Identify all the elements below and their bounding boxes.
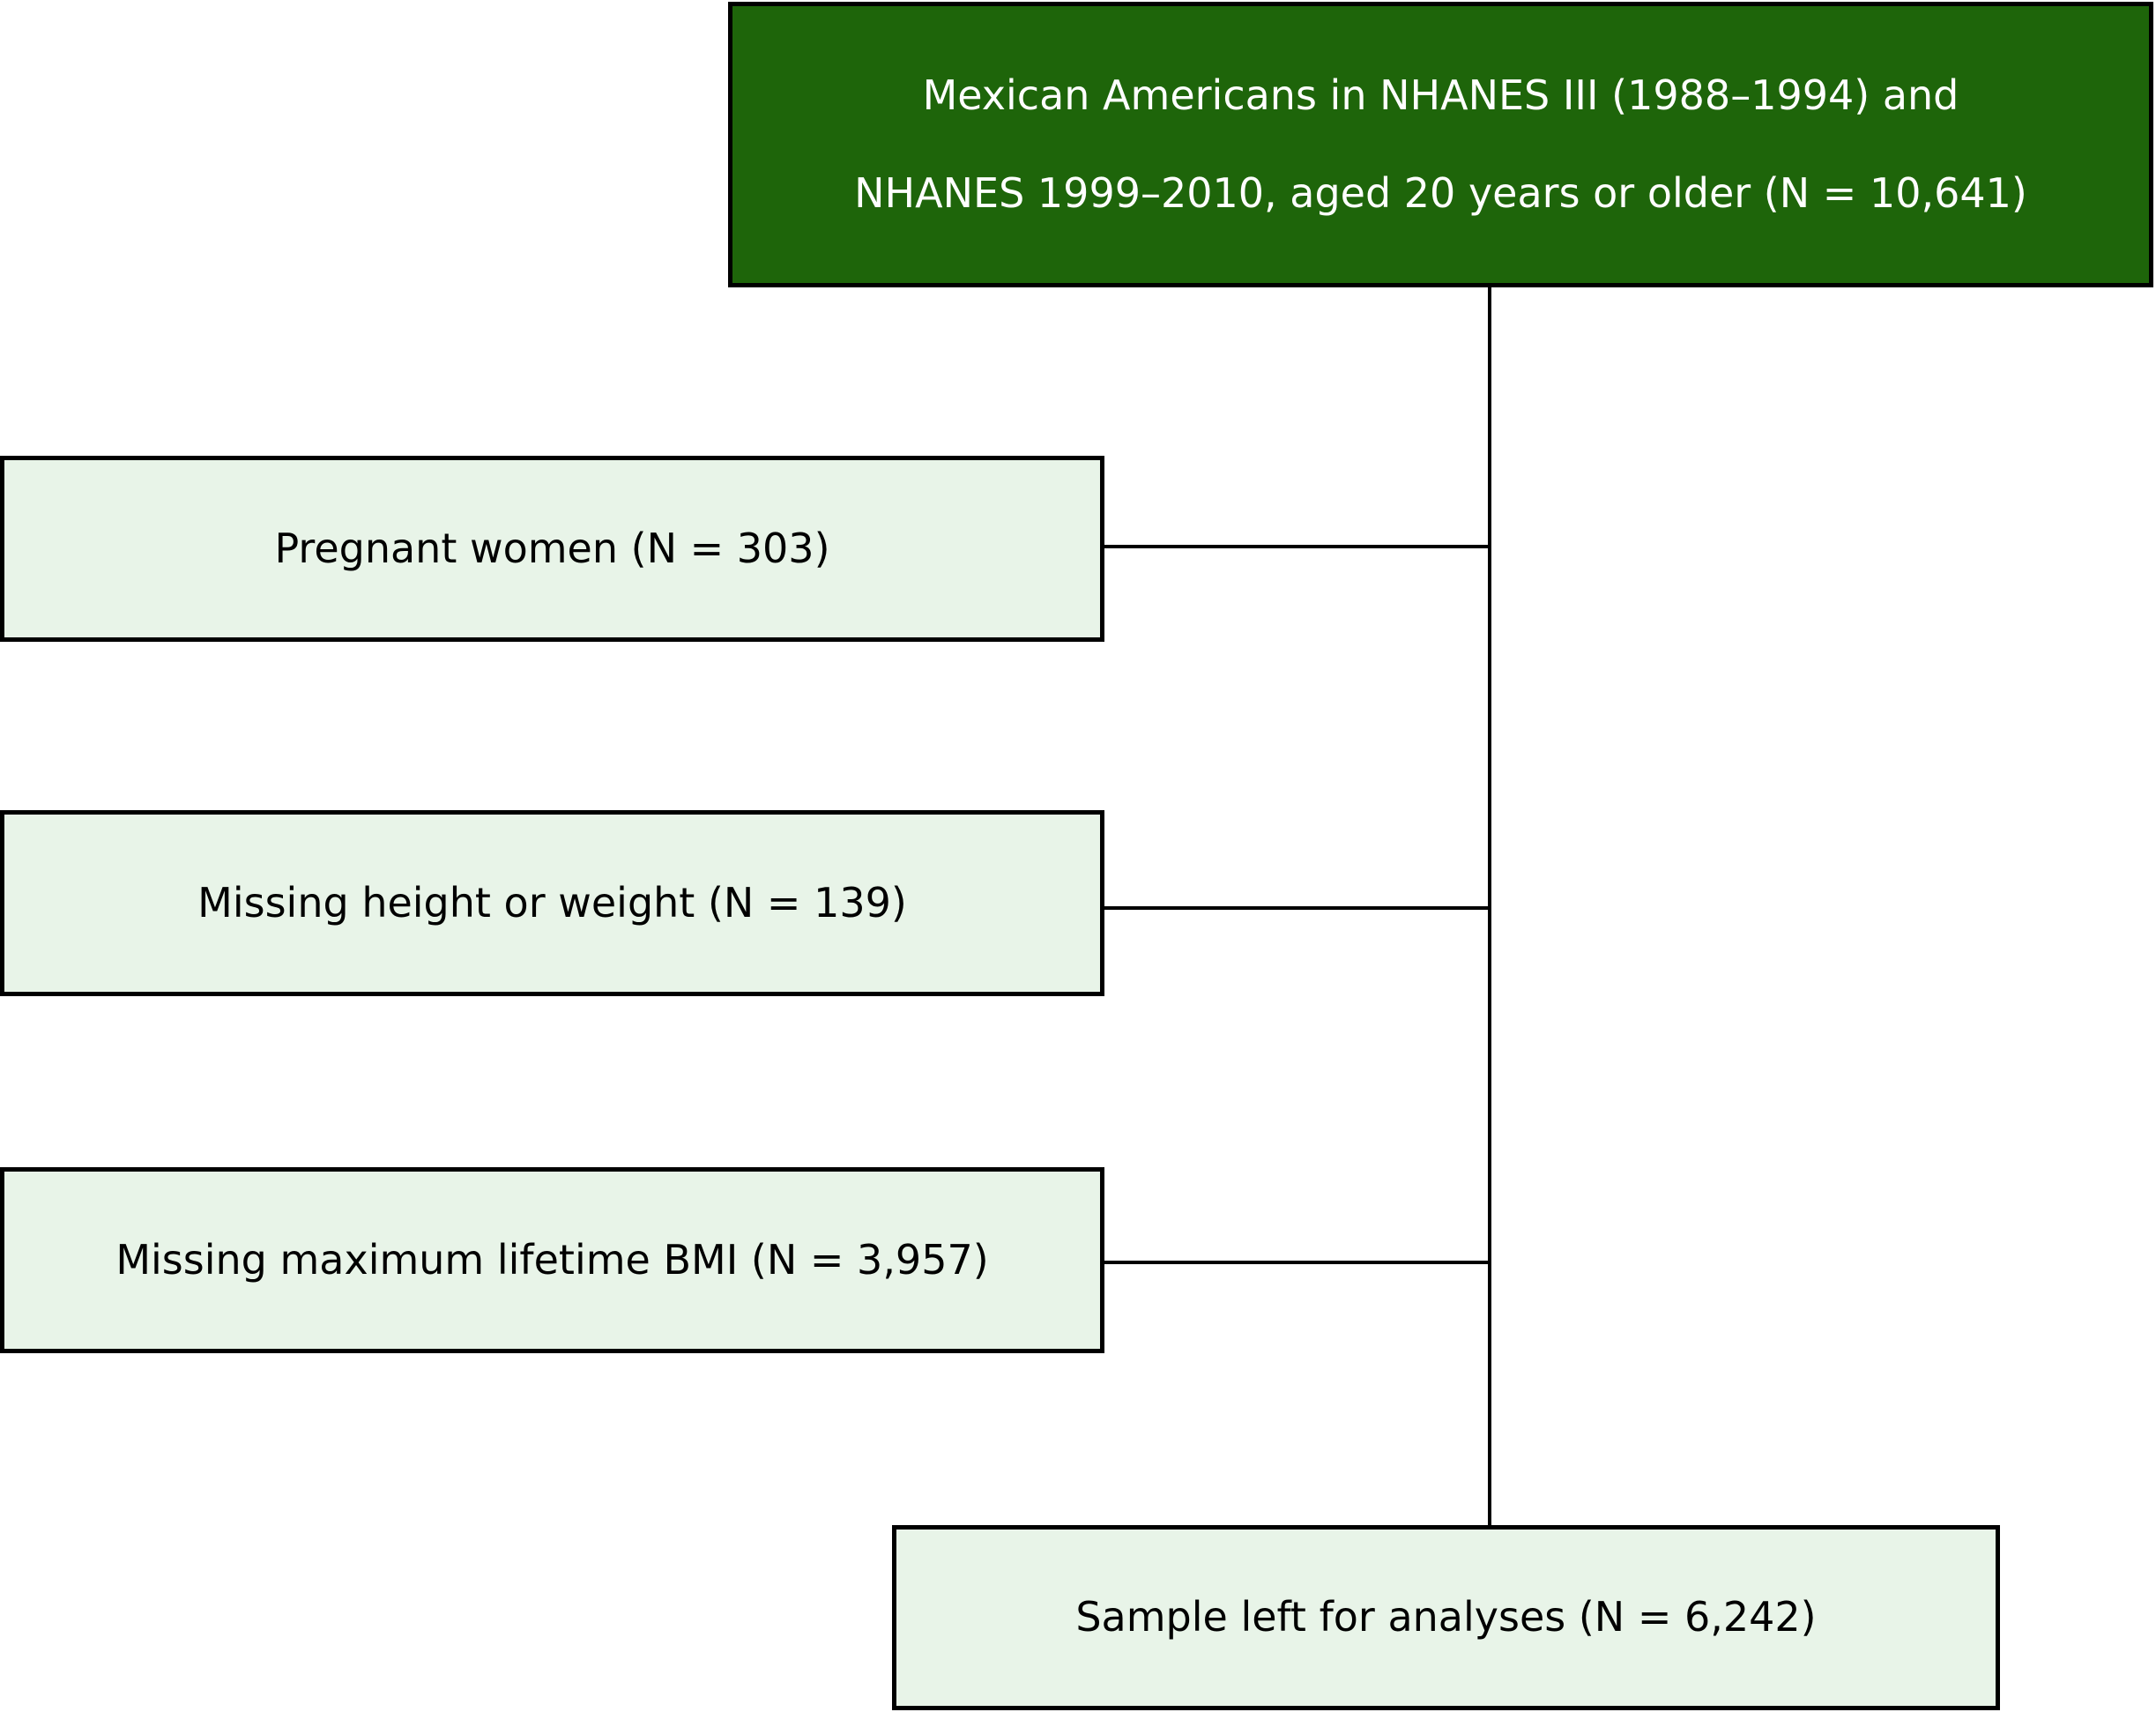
exclusion-box-pregnant-women: Pregnant women (N = 303) [0, 456, 1104, 642]
exclusion-label-missing-height-weight: Missing height or weight (N = 139) [197, 878, 907, 927]
flow-vertical-line [1488, 285, 1491, 1525]
connector-line-height-weight [1102, 906, 1488, 910]
connector-line-bmi [1102, 1261, 1488, 1264]
connector-line-pregnant [1102, 545, 1488, 548]
population-title-line2: NHANES 1999–2010, aged 20 years or older… [854, 169, 2027, 217]
analysis-sample-box: Sample left for analyses (N = 6,242) [892, 1525, 2000, 1710]
exclusion-box-missing-height-weight: Missing height or weight (N = 139) [0, 810, 1104, 996]
exclusion-label-missing-max-bmi: Missing maximum lifetime BMI (N = 3,957) [115, 1235, 989, 1284]
exclusion-label-pregnant-women: Pregnant women (N = 303) [274, 524, 830, 572]
population-title-box: Mexican Americans in NHANES III (1988–19… [728, 2, 2153, 287]
exclusion-box-missing-max-bmi: Missing maximum lifetime BMI (N = 3,957) [0, 1167, 1104, 1353]
population-title-line1: Mexican Americans in NHANES III (1988–19… [922, 71, 1959, 119]
analysis-sample-label: Sample left for analyses (N = 6,242) [1075, 1593, 1817, 1641]
